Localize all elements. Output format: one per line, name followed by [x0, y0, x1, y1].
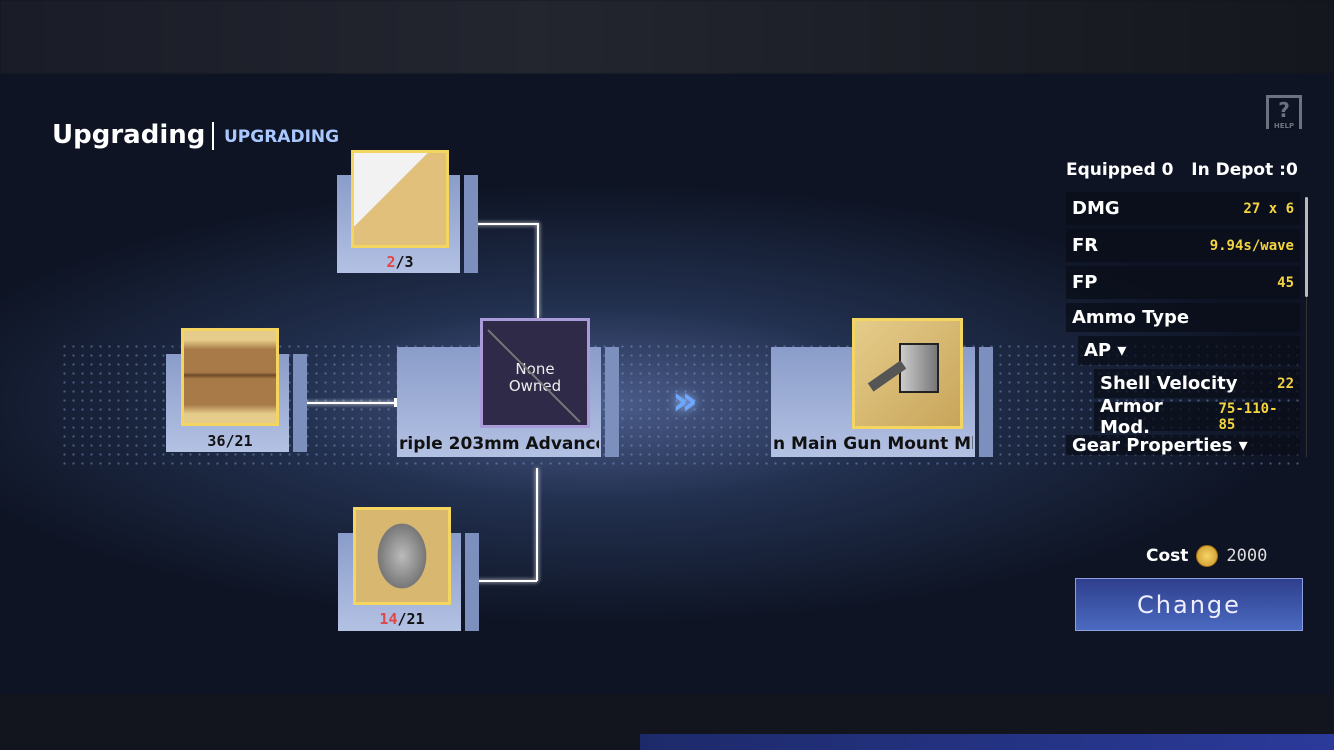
ammo-ap-dropdown[interactable]: AP ▾ — [1078, 336, 1300, 365]
source-gear-name: riple 203mm Advance — [399, 434, 599, 454]
none-owned-line2: Owned — [508, 377, 562, 395]
page-title: Upgrading — [52, 120, 206, 150]
stat-row-armor-mod: Armor Mod.75-110-85 — [1094, 396, 1300, 438]
material-count: 2/3 — [386, 253, 414, 271]
help-caption: HELP — [1269, 122, 1299, 130]
metal-ingot-icon — [353, 507, 451, 605]
connector-line — [536, 468, 538, 581]
stats-scroll-track[interactable] — [1306, 197, 1307, 457]
equipped-count: Equipped 0 — [1066, 160, 1174, 180]
coin-icon — [1196, 545, 1219, 567]
material-count: 14/21 — [379, 610, 425, 628]
cost-display: Cost 2000 — [1146, 545, 1267, 567]
target-gear-name: n Main Gun Mount Mk1 — [773, 434, 973, 454]
cost-label: Cost — [1146, 546, 1189, 566]
help-button[interactable]: ?HELP — [1266, 95, 1302, 130]
none-owned-line1: None — [515, 360, 555, 378]
double-chevron-icon: » — [672, 378, 698, 424]
cost-value: 2000 — [1226, 546, 1268, 566]
connector-line — [537, 223, 539, 318]
connector-line — [473, 223, 538, 225]
blueprint-icon — [351, 150, 449, 248]
stats-scrollbar[interactable] — [1305, 197, 1308, 297]
supply-crate-icon — [181, 328, 279, 426]
page-subtitle: UPGRADING — [224, 127, 340, 147]
in-depot-count: In Depot :0 — [1191, 160, 1298, 180]
help-icon: ? — [1278, 98, 1290, 122]
connector-line — [473, 580, 537, 582]
ownership-info: Equipped 0 In Depot :0 — [1066, 160, 1300, 180]
title-divider — [212, 122, 214, 150]
stat-row-ammo-type: Ammo Type — [1066, 303, 1300, 332]
material-count: 36/21 — [207, 432, 253, 450]
main-gun-mount-icon — [852, 318, 963, 429]
connector-line — [300, 402, 400, 404]
top-bar — [0, 0, 1334, 74]
change-button[interactable]: Change — [1075, 578, 1303, 631]
gear-properties-dropdown[interactable]: Gear Properties ▾ — [1066, 435, 1300, 455]
bottom-bar — [0, 694, 1334, 750]
